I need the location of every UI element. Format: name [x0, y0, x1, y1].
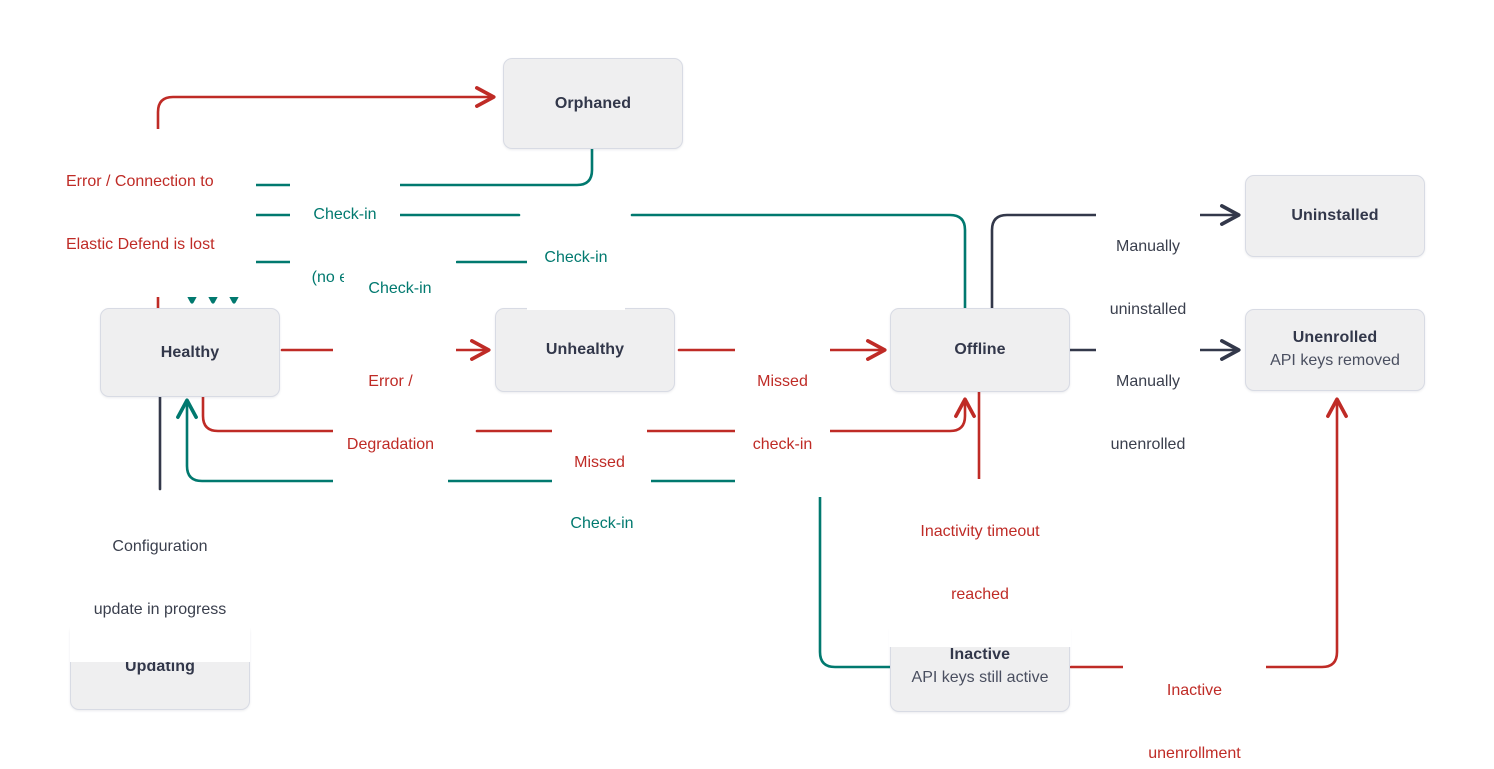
edge-inactive-to-healthy [643, 479, 892, 669]
edge-inactive-to-healthy-head [176, 398, 559, 483]
node-unhealthy[interactable]: Unhealthy [495, 308, 675, 392]
node-unenrolled[interactable]: Unenrolled API keys removed [1245, 309, 1425, 391]
node-uninstalled[interactable]: Uninstalled [1245, 175, 1425, 257]
node-offline-title: Offline [954, 341, 1006, 358]
edge-offline-to-uninstalled [990, 213, 1102, 310]
node-offline[interactable]: Offline [890, 308, 1070, 392]
edge-inactive-to-unenrolled-head [1261, 397, 1348, 669]
node-unenrolled-title: Unenrolled [1292, 329, 1378, 347]
node-orphaned[interactable]: Orphaned [503, 58, 683, 149]
node-updating[interactable]: Updating [70, 623, 250, 710]
node-healthy[interactable]: Healthy [100, 308, 280, 397]
node-uninstalled-title: Uninstalled [1291, 207, 1379, 224]
edge-healthy-to-offline-head [475, 397, 976, 433]
node-healthy-title: Healthy [160, 343, 220, 361]
node-inactive[interactable]: Inactive API keys still active [890, 622, 1070, 712]
node-unenrolled-subtitle: API keys removed [1270, 352, 1400, 370]
node-orphaned-title: Orphaned [554, 94, 632, 112]
edge-healthy-to-offline [201, 392, 423, 433]
node-updating-title: Updating [124, 657, 196, 675]
edge-unhealthy-to-healthy [234, 260, 599, 308]
edge-healthy-to-orphaned [156, 86, 496, 310]
edge-orphaned-to-healthy [192, 147, 594, 302]
node-unhealthy-title: Unhealthy [545, 341, 625, 358]
node-inactive-title: Inactive [949, 646, 1011, 664]
node-inactive-subtitle: API keys still active [911, 669, 1049, 687]
